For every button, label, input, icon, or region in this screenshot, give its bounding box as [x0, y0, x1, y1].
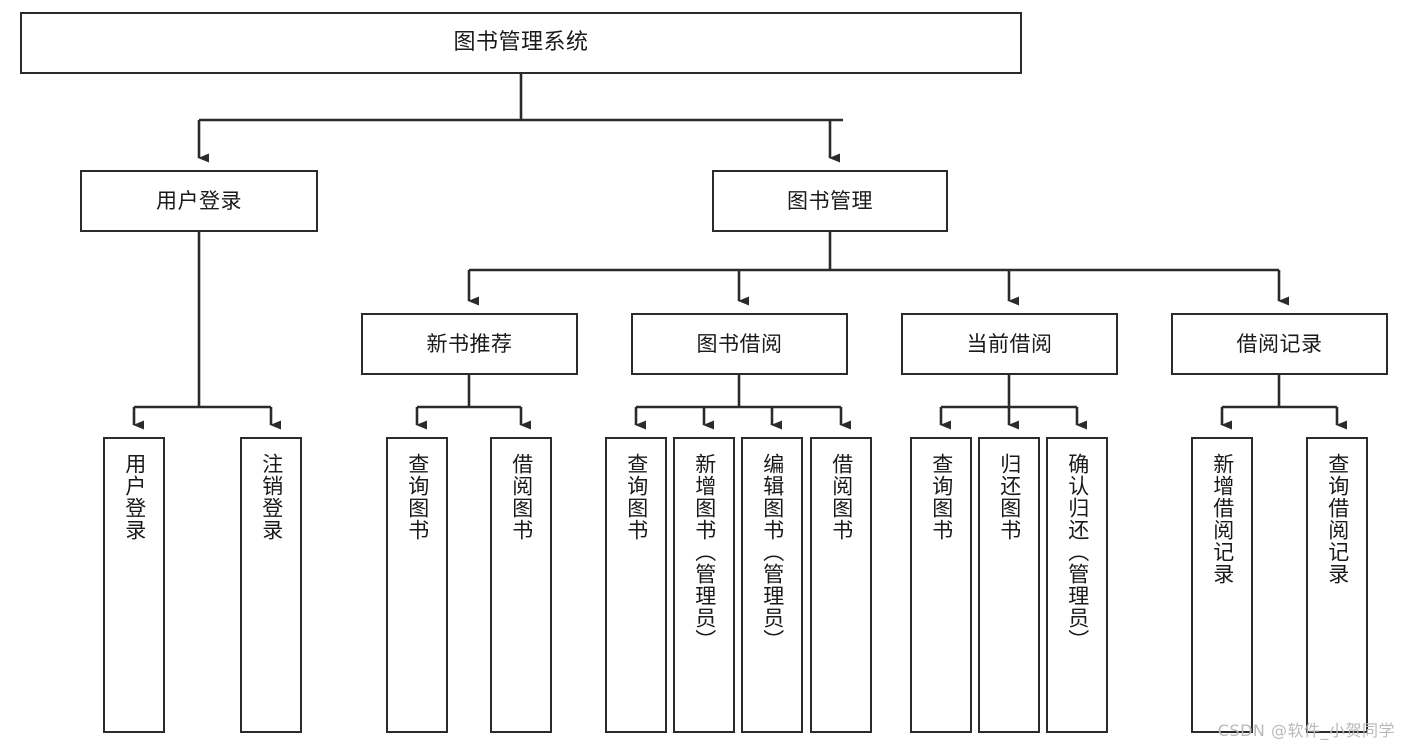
node-root-system[interactable]: 图书管理系统 — [20, 12, 1022, 74]
node-label: 注销登录 — [259, 453, 284, 541]
node-label: 图书借阅 — [696, 331, 783, 356]
node-leaf-borrow-book[interactable]: 借阅图书 — [810, 437, 872, 733]
node-leaf-logout[interactable]: 注销登录 — [240, 437, 302, 733]
node-label: 当前借阅 — [966, 331, 1053, 356]
node-label: 新增借阅记录 — [1210, 453, 1235, 585]
node-current-borrow[interactable]: 当前借阅 — [901, 313, 1118, 375]
node-user-login[interactable]: 用户登录 — [80, 170, 318, 232]
node-leaf-add-book-admin[interactable]: 新增图书（管理员） — [673, 437, 735, 733]
node-label: 借阅记录 — [1236, 331, 1323, 356]
node-label: 新增图书（管理员） — [692, 453, 717, 651]
node-label: 查询图书 — [405, 453, 430, 541]
node-label: 归还图书 — [997, 453, 1022, 541]
node-label: 图书管理系统 — [453, 30, 589, 56]
node-leaf-user-login[interactable]: 用户登录 — [103, 437, 165, 733]
node-leaf-query-book-recommend[interactable]: 查询图书 — [386, 437, 448, 733]
node-label: 用户登录 — [122, 453, 147, 541]
node-label: 查询借阅记录 — [1325, 453, 1350, 585]
node-label: 用户登录 — [156, 188, 242, 213]
node-label: 编辑图书（管理员） — [760, 453, 785, 651]
node-leaf-query-book-current[interactable]: 查询图书 — [910, 437, 972, 733]
node-book-management[interactable]: 图书管理 — [712, 170, 948, 232]
node-label: 确认归还（管理员） — [1065, 453, 1090, 651]
node-leaf-query-book-borrow[interactable]: 查询图书 — [605, 437, 667, 733]
node-book-borrow[interactable]: 图书借阅 — [631, 313, 848, 375]
node-leaf-return-book[interactable]: 归还图书 — [978, 437, 1040, 733]
node-label: 新书推荐 — [426, 331, 513, 356]
node-label: 查询图书 — [624, 453, 649, 541]
node-leaf-edit-book-admin[interactable]: 编辑图书（管理员） — [741, 437, 803, 733]
node-label: 借阅图书 — [509, 453, 534, 541]
node-label: 图书管理 — [787, 188, 873, 213]
node-label: 查询图书 — [929, 453, 954, 541]
node-new-book-recommend[interactable]: 新书推荐 — [361, 313, 578, 375]
node-leaf-confirm-return-admin[interactable]: 确认归还（管理员） — [1046, 437, 1108, 733]
csdn-watermark: CSDN @软件_小贺同学 — [1217, 721, 1395, 740]
node-leaf-query-borrow-record[interactable]: 查询借阅记录 — [1306, 437, 1368, 733]
node-label: 借阅图书 — [829, 453, 854, 541]
node-leaf-add-borrow-record[interactable]: 新增借阅记录 — [1191, 437, 1253, 733]
node-borrow-record[interactable]: 借阅记录 — [1171, 313, 1388, 375]
node-leaf-borrow-book-recommend[interactable]: 借阅图书 — [490, 437, 552, 733]
